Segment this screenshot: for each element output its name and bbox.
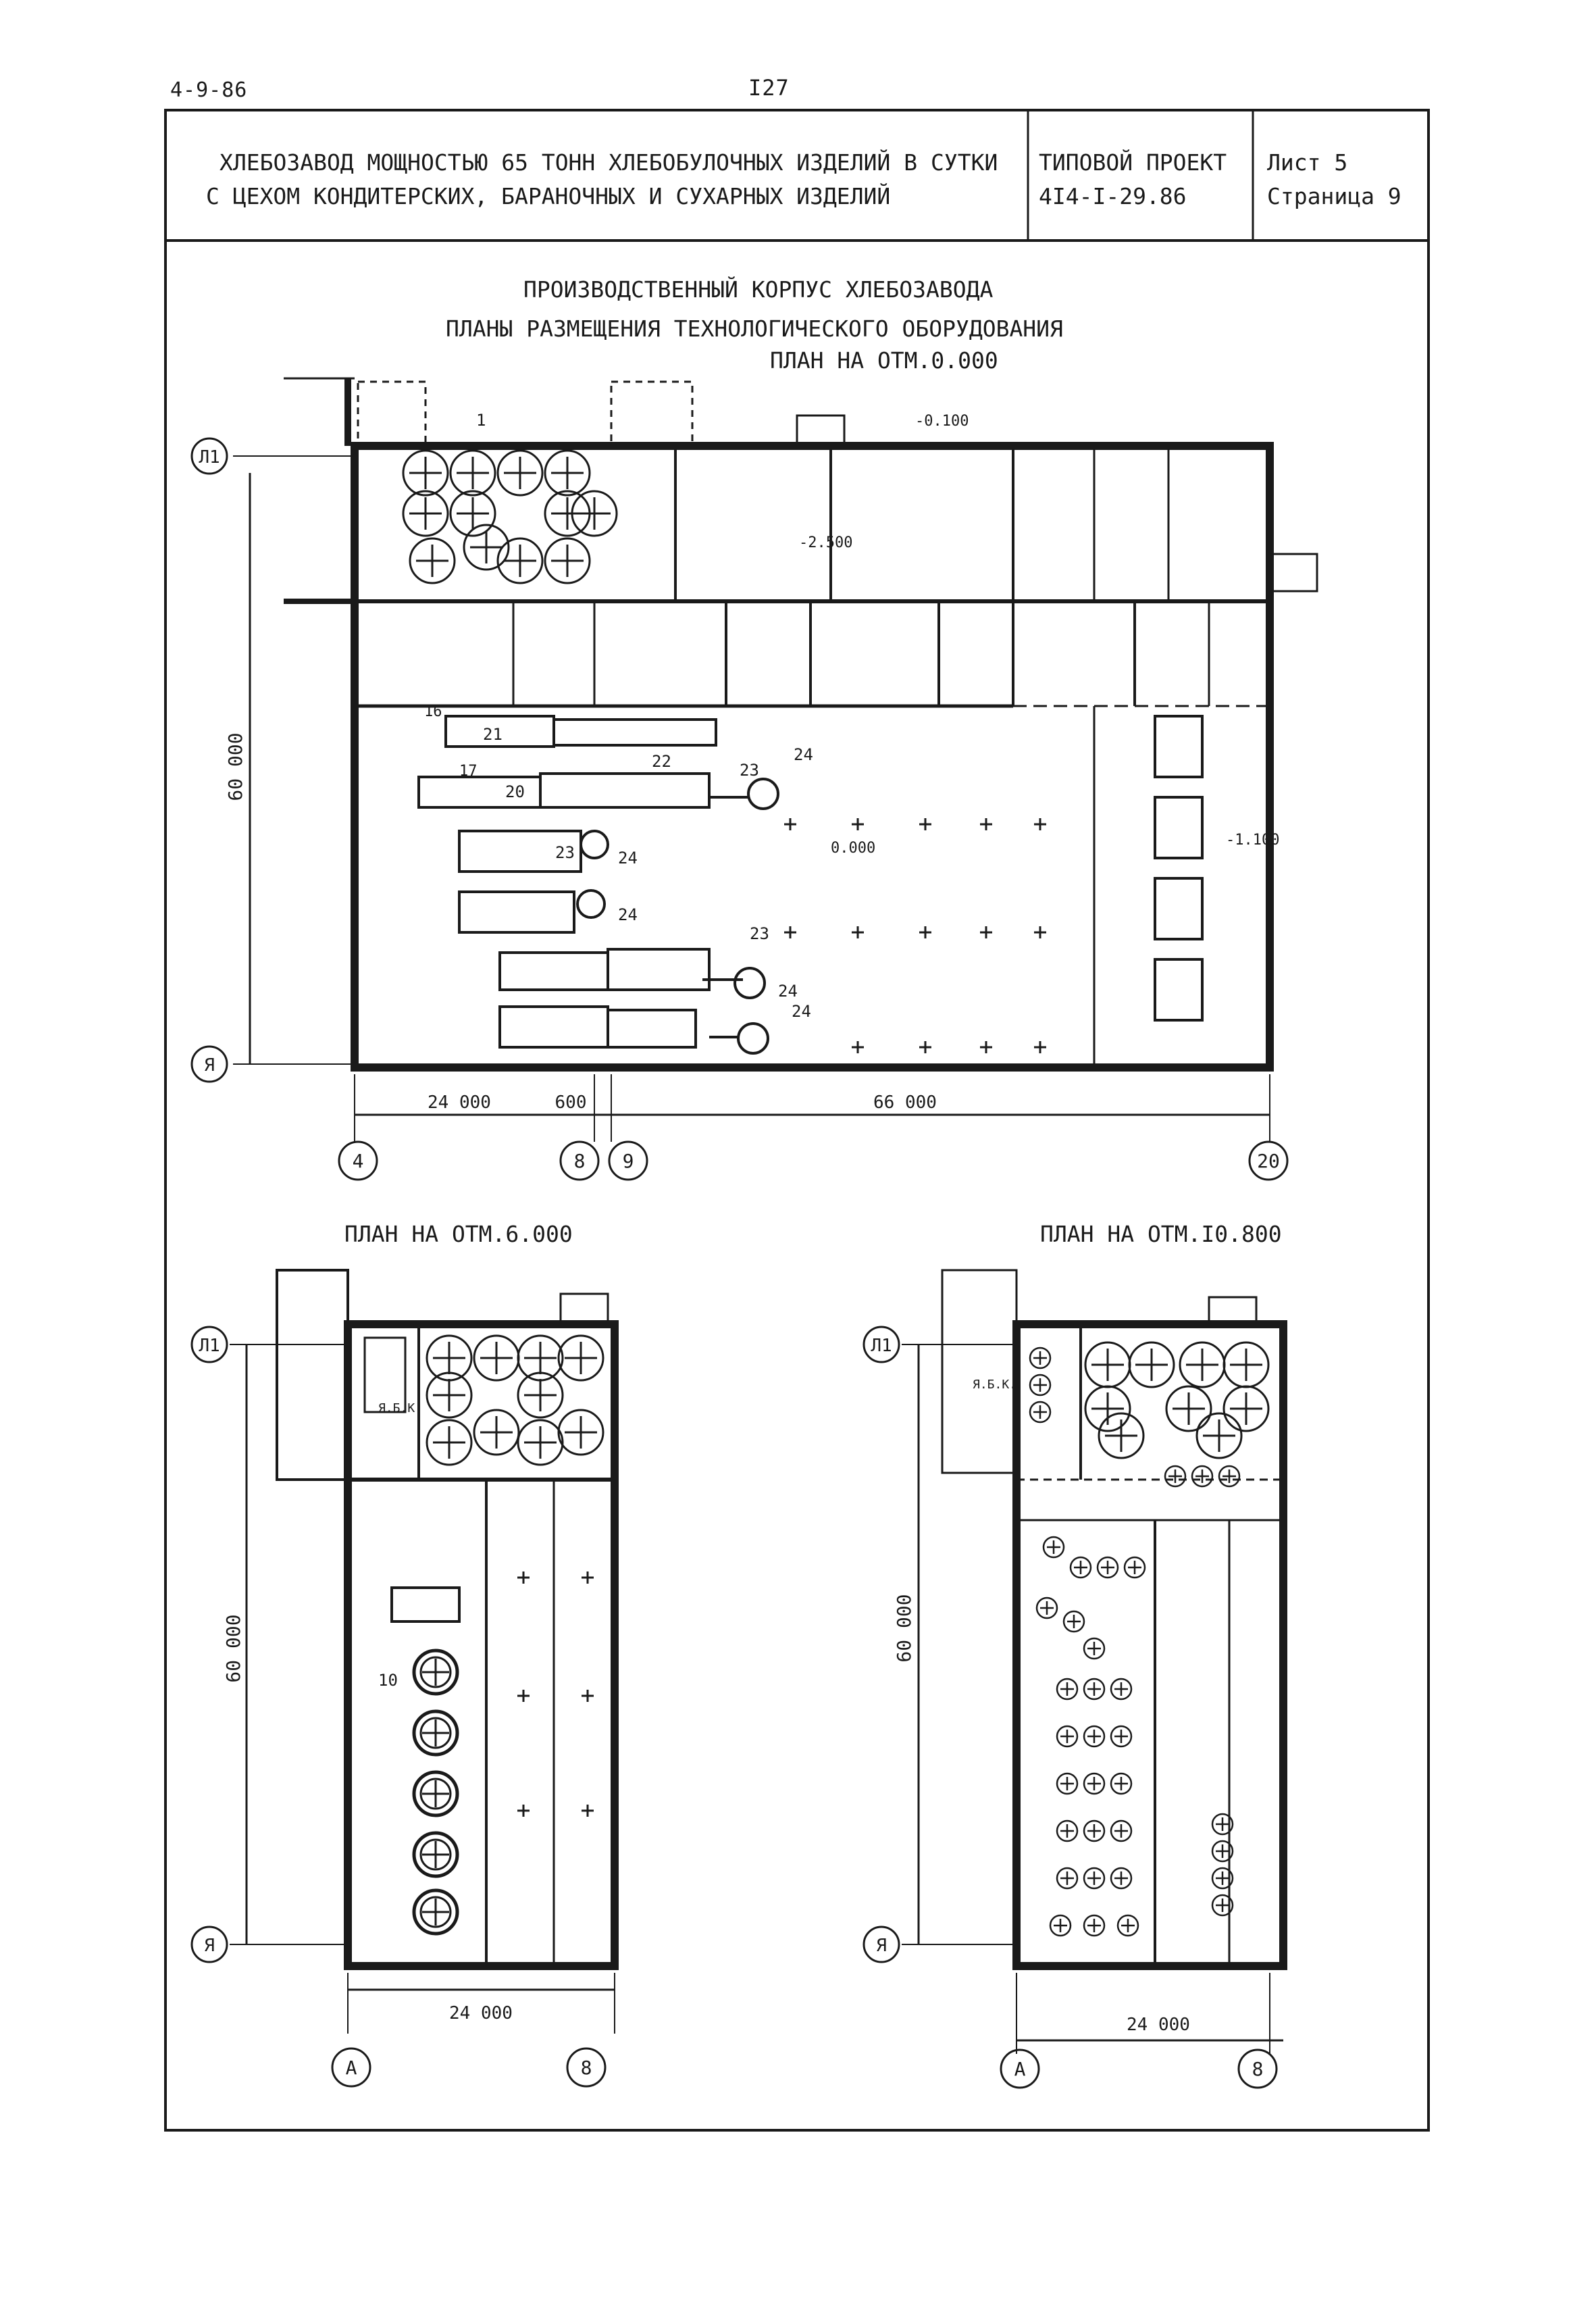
plan-6-columns <box>516 1570 595 1818</box>
plan-0-axis-bottom: Я <box>204 1055 215 1076</box>
plan-6-floor-plan: Я.Б.К. 10 60 000 Л1 Я 24 000 A 8 <box>190 1269 619 2088</box>
plan-0-title: ПЛАН НА ОТМ.0.000 <box>770 347 998 374</box>
drawing-subheading: ПЛАНЫ РАЗМЕЩЕНИЯ ТЕХНОЛОГИЧЕСКОГО ОБОРУД… <box>446 316 1063 342</box>
plan-10-floor-plan: Я.Б.К. 60 000 Л1 Я 24 000 A 8 <box>863 1269 1287 2089</box>
plan-0-item-label: 1 <box>476 411 486 430</box>
plan-6-tanks <box>426 1334 604 1466</box>
plan-6-vats <box>414 1651 457 1934</box>
page-code: 4-9-86 <box>170 78 248 102</box>
plan-0-dim-left: 24 000 <box>428 1092 491 1113</box>
project-label: ТИПОВОЙ ПРОЕКТ <box>1039 149 1227 176</box>
plan-0-axis-col: 4 <box>353 1150 364 1172</box>
plan-10-axis-top: Л1 <box>871 1336 892 1356</box>
plan-6-title: ПЛАН НА ОТМ.6.000 <box>344 1221 573 1247</box>
plan-6-item-label: 10 <box>378 1671 398 1690</box>
plan-6-dim-bottom: 24 000 <box>449 2003 513 2023</box>
plan-0-item-label: 23 <box>750 924 769 943</box>
plan-6-axis-col: A <box>346 2057 357 2079</box>
plan-0-item-label: 24 <box>792 1002 811 1021</box>
plan-0-item-label: 23 <box>555 843 575 862</box>
project-number: 4I4-I-29.86 <box>1039 183 1187 209</box>
plan-6-axis-col: 8 <box>581 2057 592 2079</box>
plan-10-axis-bottom: Я <box>876 1936 887 1956</box>
plan-0-dim-right: 66 000 <box>873 1092 937 1113</box>
plan-10-dim-vertical: 60 000 <box>893 1594 915 1662</box>
plan-0-columns <box>783 817 1048 1055</box>
plan-0-elevation: -2.500 <box>799 534 852 551</box>
plan-0-item-label: 24 <box>618 849 638 867</box>
plan-0-item-label: 24 <box>618 905 638 924</box>
title-line-2: С ЦЕХОМ КОНДИТЕРСКИХ, БАРАНОЧНЫХ И СУХАР… <box>206 182 890 209</box>
plan-0-item-label: 20 <box>505 782 525 801</box>
plan-0-item-label: 23 <box>740 761 759 780</box>
plan-0-item-label: 22 <box>652 752 671 771</box>
plan-0-elevation: -1.100 <box>1226 832 1279 849</box>
plan-0-dim-vertical: 60 000 <box>224 732 247 801</box>
plan-0-item-label: 21 <box>483 725 503 744</box>
plan-10-title: ПЛАН НА ОТМ.I0.800 <box>1040 1221 1282 1247</box>
plan-0-axis-bubble <box>190 1045 228 1083</box>
page-label: Страница 9 <box>1267 183 1401 209</box>
plan-0-elevation: -0.100 <box>915 413 969 430</box>
plan-0-elevation: 0.000 <box>831 840 875 857</box>
plan-0-item-label: 24 <box>794 745 813 764</box>
plan-0-axis-col: 8 <box>574 1150 586 1172</box>
sheet-label: Лист 5 <box>1267 149 1347 176</box>
plan-10-axis-col: A <box>1014 2058 1026 2080</box>
plan-0-axis-bubble <box>190 437 228 475</box>
page-number: I27 <box>748 75 790 101</box>
plan-0-item-label: 24 <box>778 982 798 1001</box>
sheet-frame <box>164 109 1430 2132</box>
plan-6-bk-label: Я.Б.К. <box>378 1401 422 1415</box>
plan-0-silo-tanks <box>402 449 618 584</box>
plan-0-dim-mid: 600 <box>555 1092 587 1113</box>
plan-0-oven-lines <box>417 715 779 1055</box>
plan-6-axis-bottom: Я <box>204 1936 215 1956</box>
plan-0-item-label: 16 <box>424 703 442 720</box>
plan-0-axis-top: Л1 <box>199 447 220 468</box>
plan-6-axis-top: Л1 <box>199 1336 220 1356</box>
title-line-1: ХЛЕБОЗАВОД МОЩНОСТЬЮ 65 ТОНН ХЛЕБОБУЛОЧН… <box>220 149 998 176</box>
plan-0-item-label: 17 <box>459 763 478 780</box>
plan-10-axis-col: 8 <box>1252 2058 1264 2080</box>
drawing-heading: ПРОИЗВОДСТВЕННЫЙ КОРПУС ХЛЕБОЗАВОДА <box>523 276 994 303</box>
plan-10-tanks <box>1084 1341 1270 1459</box>
plan-10-dim-bottom: 24 000 <box>1127 2015 1190 2035</box>
plan-10-bk-label: Я.Б.К. <box>973 1378 1016 1392</box>
plan-0-axis-col: 9 <box>623 1150 634 1172</box>
plan-0-axis-col: 20 <box>1257 1150 1280 1172</box>
plan-6-dim-vertical: 60 000 <box>222 1614 244 1682</box>
plan-0-floor-plan: 1 16 17 20 21 22 23 23 23 24 24 24 24 24… <box>190 377 1318 1181</box>
